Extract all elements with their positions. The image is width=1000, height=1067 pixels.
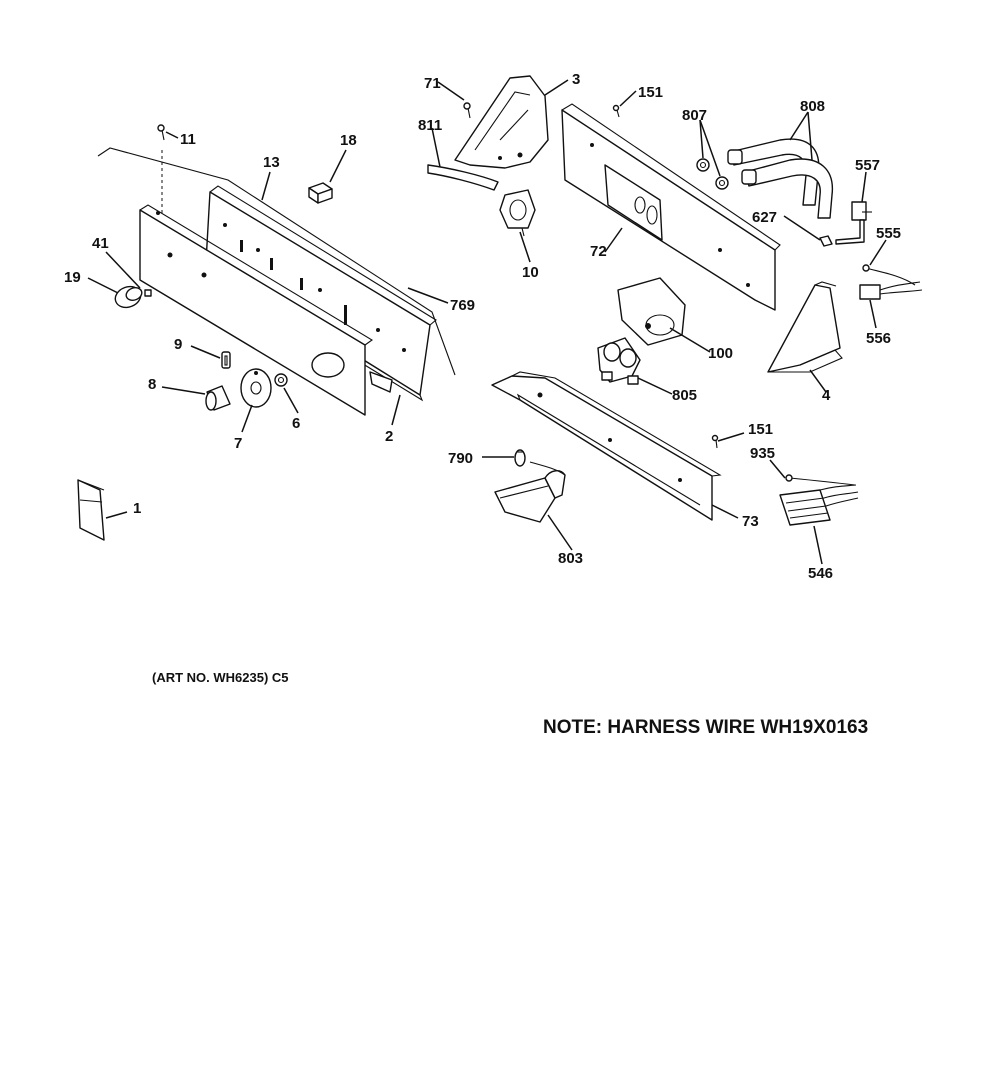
callout-18: 18 [340, 132, 357, 149]
part-10-pressure-switch [499, 189, 536, 237]
callout-9: 9 [174, 336, 182, 353]
callout-790: 790 [448, 450, 473, 467]
callout-6: 6 [292, 415, 300, 432]
callout-71: 71 [424, 75, 441, 92]
part-151-screw-lower [711, 434, 719, 449]
part-151-screw-top [612, 104, 620, 118]
part-803-dispenser [494, 461, 566, 523]
harness-wire-note: NOTE: HARNESS WIRE WH19X0163 [543, 717, 869, 738]
part-557-connector [835, 201, 872, 245]
part-3-bracket [454, 75, 549, 169]
part-41-clip [144, 289, 152, 297]
part-1-manual [77, 479, 105, 541]
callout-151-top: 151 [638, 84, 663, 101]
callout-556: 556 [866, 330, 891, 347]
callout-2: 2 [385, 428, 393, 445]
callout-19: 19 [64, 269, 81, 286]
leader-lines [87, 79, 887, 565]
callout-769: 769 [450, 297, 475, 314]
part-7-dial [240, 368, 272, 408]
art-number-caption: (ART NO. WH6235) C5 [152, 670, 289, 685]
callout-151-lower: 151 [748, 421, 773, 438]
callout-805: 805 [672, 387, 697, 404]
callout-808: 808 [800, 98, 825, 115]
part-72-backsplash [561, 103, 781, 311]
callout-546: 546 [808, 565, 833, 582]
part-790-clamp [514, 449, 526, 467]
callout-73: 73 [742, 513, 759, 530]
callout-627: 627 [752, 209, 777, 226]
part-6-nut [274, 373, 288, 387]
part-805-water-valve [597, 337, 641, 385]
part-556-terminal-block [859, 281, 923, 300]
callout-13: 13 [263, 154, 280, 171]
part-627-clip [819, 235, 833, 247]
callout-3: 3 [572, 71, 580, 88]
callout-811: 811 [418, 117, 442, 134]
part-811-hose [427, 164, 499, 191]
callout-1: 1 [133, 500, 141, 517]
console-outline [97, 147, 456, 376]
part-2-front-panel [139, 204, 393, 416]
callout-4: 4 [822, 387, 831, 404]
callout-labels: 11 13 18 41 19 9 8 7 6 2 769 1 71 3 811 … [64, 71, 901, 582]
callout-935: 935 [750, 445, 775, 462]
part-546-harness [779, 484, 859, 526]
part-8-knob [205, 385, 231, 411]
part-808-fill-hoses [727, 138, 834, 219]
callout-807: 807 [682, 107, 707, 124]
part-100-timer [617, 277, 686, 346]
part-807-washers [696, 158, 729, 190]
part-18-block [308, 182, 333, 204]
callout-803: 803 [558, 550, 583, 567]
part-4-support [767, 281, 843, 373]
callout-7: 7 [234, 435, 242, 452]
part-555-wire [862, 264, 916, 286]
part-73-bracket [491, 371, 722, 521]
part-9-clip [221, 351, 231, 369]
callout-72: 72 [590, 243, 607, 260]
callout-557: 557 [855, 157, 880, 174]
callout-8: 8 [148, 376, 156, 393]
callout-41: 41 [92, 235, 109, 252]
part-11-screw [157, 124, 165, 215]
callout-11: 11 [180, 131, 196, 148]
part-71-screw [463, 102, 471, 119]
part-19-knob [114, 285, 143, 309]
part-935-wire [785, 474, 856, 486]
callout-10: 10 [522, 264, 539, 281]
callout-100: 100 [708, 345, 733, 362]
callout-555: 555 [876, 225, 901, 242]
